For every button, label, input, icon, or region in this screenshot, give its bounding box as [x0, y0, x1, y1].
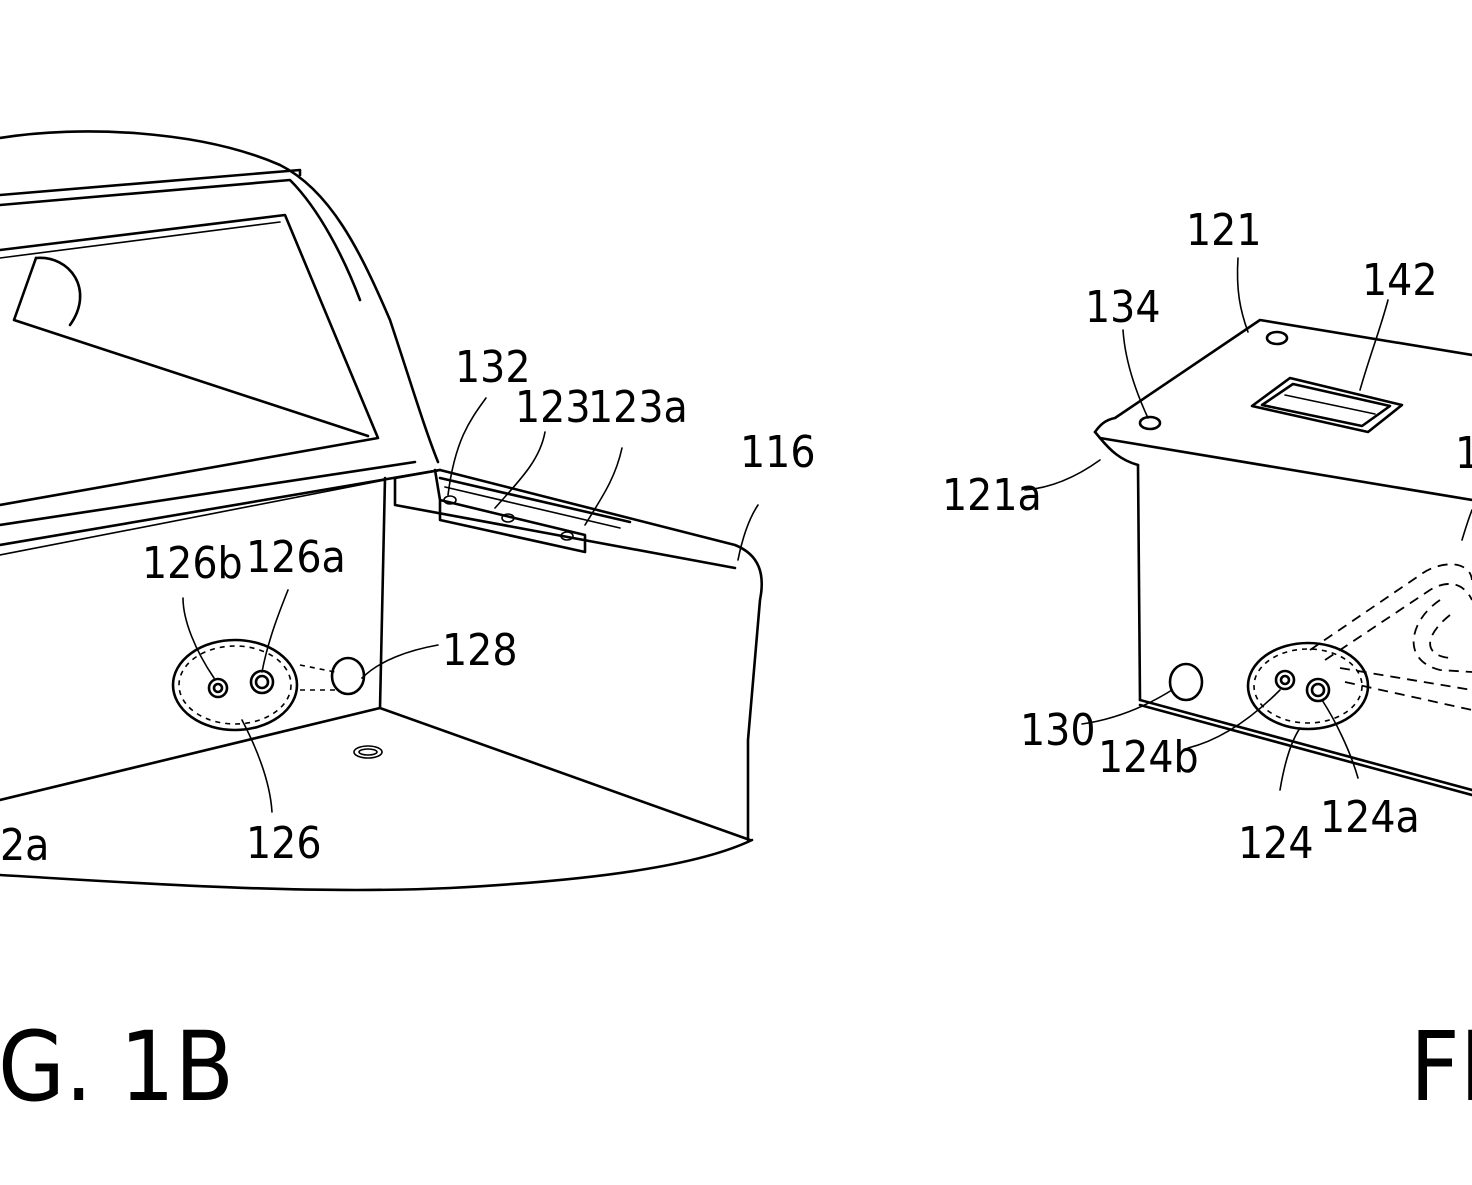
label-130: 130 [1020, 705, 1096, 756]
label-121a: 121a [942, 470, 1042, 521]
label-124b: 124b [1098, 732, 1199, 783]
label-1-partial: 1 [1455, 428, 1472, 479]
label-124: 124 [1238, 818, 1314, 869]
label-121: 121 [1186, 205, 1262, 256]
label-126b: 126b [142, 538, 243, 589]
label-142: 142 [1362, 255, 1438, 306]
label-2a: 2a [0, 820, 49, 871]
label-126: 126 [246, 818, 322, 869]
label-116: 116 [740, 427, 816, 478]
label-126a: 126a [246, 532, 346, 583]
figure-1b-drawing [0, 131, 762, 890]
label-124a: 124a [1320, 792, 1420, 843]
label-134: 134 [1085, 282, 1161, 333]
figure-caption-left: G. 1B [0, 1011, 234, 1123]
figure-caption-right: FI [1410, 1011, 1472, 1123]
label-123a: 123a [588, 382, 688, 433]
label-123: 123 [515, 382, 591, 433]
label-128: 128 [442, 625, 518, 676]
